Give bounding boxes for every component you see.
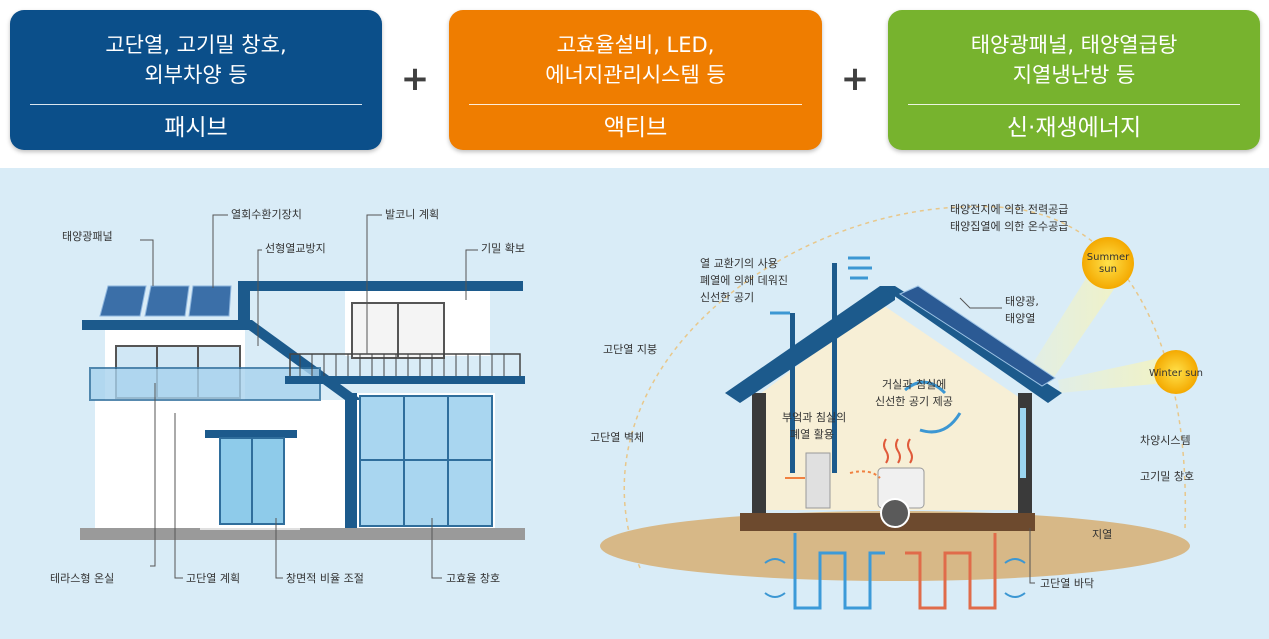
passive-category: 패시브 <box>164 115 228 141</box>
label-hx-2: 폐열에 의해 데워진 <box>700 273 788 287</box>
active-category: 액티브 <box>603 115 668 141</box>
label-insulated-wall: 고단열 벽체 <box>590 431 644 444</box>
label-kitchen-1: 부엌과 침실의 <box>782 411 846 424</box>
top-roof-post <box>238 281 250 326</box>
ground-slab <box>80 528 525 540</box>
label-thermal-bridge: 선형열교방지 <box>265 242 326 255</box>
label-summer-sun-2: sun <box>1099 264 1117 275</box>
winter-beam <box>1058 358 1165 393</box>
label-summer-sun-1: Summer <box>1087 252 1130 263</box>
label-hx-3: 신선한 공기 <box>700 291 754 304</box>
air-arrow-2 <box>919 412 962 434</box>
left-leader-lines <box>140 214 478 579</box>
roof-right <box>880 286 1062 403</box>
plus-sign-1: + <box>400 59 430 99</box>
right-house <box>600 205 1198 610</box>
renewable-category: 신·재생에너지 <box>1006 115 1142 141</box>
top-roof <box>238 281 523 291</box>
front-column <box>345 393 357 528</box>
winter-sun-icon <box>1154 350 1198 394</box>
label-solar-pv-2: 태양열 <box>1005 312 1035 325</box>
label-high-eff-window: 고효율 창호 <box>446 572 500 585</box>
roof-left <box>725 286 895 403</box>
steam-icon <box>883 438 913 464</box>
renewable-line2: 지열냉난방 등 <box>1012 63 1136 87</box>
label-balcony-plan: 발코니 계획 <box>385 208 439 221</box>
label-hx-1: 열 교환기의 사용 <box>700 257 778 270</box>
vent-pipe-2 <box>832 263 837 473</box>
solar-panels <box>99 285 232 317</box>
passive-divider <box>30 104 362 105</box>
left-house <box>80 281 525 540</box>
label-solar-panel: 태양광패널 <box>62 230 113 243</box>
geo-loop-cold <box>793 533 885 610</box>
renewable-line1: 태양광패널, 태양열급탕 <box>970 33 1178 57</box>
renewable-box: 태양광패널, 태양열급탕 지열냉난방 등 신·재생에너지 <box>888 10 1260 150</box>
passive-line2: 외부차양 등 <box>144 63 248 87</box>
left-wall <box>752 393 766 513</box>
label-insulated-floor: 고단열 바닥 <box>1040 577 1094 590</box>
label-kitchen-2: 폐열 활용 <box>790 427 834 441</box>
pump-icon <box>880 498 910 528</box>
passive-line1: 고단열, 고기밀 창호, <box>105 33 287 57</box>
label-terrace-greenhouse: 테라스형 온실 <box>50 572 114 585</box>
label-airtight-window: 고기밀 창호 <box>1140 470 1194 483</box>
air-arrow-1 <box>904 380 947 395</box>
illustration-panel: 태양광패널 열회수환기장치 선형열교방지 발코니 계획 기밀 확보 테라스형 온… <box>0 168 1269 639</box>
label-geothermal: 지열 <box>1092 528 1112 541</box>
label-living-2: 신선한 공기 제공 <box>875 395 953 408</box>
summer-sun-icon <box>1082 237 1134 289</box>
label-living-1: 거실과 침실에 <box>882 378 946 391</box>
label-airtight: 기밀 확보 <box>481 242 525 255</box>
vent-pipe-1 <box>790 313 795 473</box>
geo-loop-warm <box>905 533 997 610</box>
active-line1: 고효율설비, LED, <box>556 33 715 57</box>
exhaust-arrows <box>848 256 872 280</box>
door-canopy <box>205 430 297 438</box>
label-solar-supply-1: 태양전지에 의한 전력공급 <box>950 203 1068 216</box>
label-insulation-plan: 고단열 계획 <box>186 572 240 585</box>
balcony-slab <box>285 376 525 384</box>
illustration-svg: 태양광패널 열회수환기장치 선형열교방지 발코니 계획 기밀 확보 테라스형 온… <box>50 203 1203 610</box>
label-insulated-roof: 고단열 지붕 <box>603 343 657 356</box>
heat-exchanger <box>805 452 831 509</box>
label-window-ratio: 창면적 비율 조절 <box>286 572 364 585</box>
label-solar-supply-2: 태양집열에 의한 온수공급 <box>950 220 1068 233</box>
active-divider <box>469 104 802 105</box>
right-leader-lines <box>959 297 1035 584</box>
plus-sign-2: + <box>840 59 870 99</box>
active-line2: 에너지관리시스템 등 <box>545 63 726 87</box>
earth-heat-arrows <box>764 558 1026 598</box>
label-winter-sun: Winter sun <box>1149 368 1203 379</box>
label-heat-recovery: 열회수환기장치 <box>231 208 302 221</box>
label-shading: 차양시스템 <box>1140 434 1191 447</box>
active-box: 고효율설비, LED, 에너지관리시스템 등 액티브 <box>449 10 822 150</box>
side-window <box>1020 408 1026 478</box>
roof-solar-panel <box>898 285 1056 387</box>
renewable-divider <box>908 104 1240 105</box>
label-solar-pv-1: 태양광, <box>1005 295 1039 308</box>
left-roof <box>82 320 252 330</box>
passive-box: 고단열, 고기밀 창호, 외부차양 등 패시브 <box>10 10 382 150</box>
